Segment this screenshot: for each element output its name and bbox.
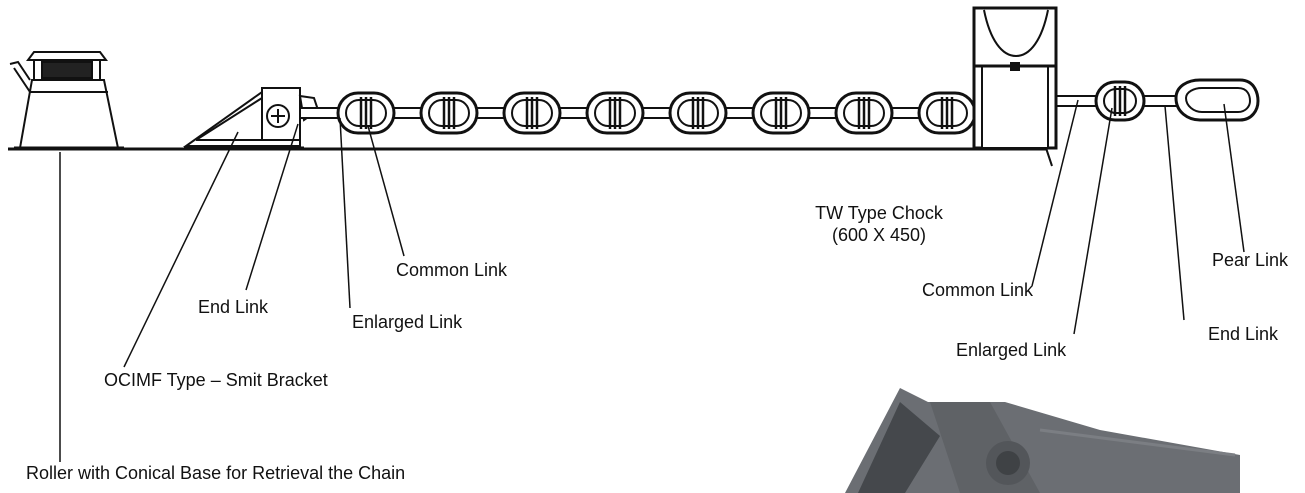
label-end-link-right: End Link	[1208, 324, 1279, 344]
label-tw-chock-line2: (600 X 450)	[831, 225, 927, 245]
label-pear-link: Pear Link	[1212, 250, 1289, 270]
label-smit-bracket: OCIMF Type – Smit Bracket	[104, 370, 328, 390]
chain-link	[668, 91, 728, 135]
chain-link	[751, 91, 811, 135]
chain-link	[917, 91, 977, 135]
roller-drawing	[9, 51, 124, 150]
label-tw-chock: TW Type Chock (600 X 450)	[804, 202, 954, 246]
chain-link	[1094, 80, 1146, 122]
smit-bracket-drawing	[182, 86, 320, 150]
chain-links-right	[1094, 80, 1146, 122]
tw-chock-drawing	[972, 6, 1058, 167]
chain-link	[419, 91, 479, 135]
pear-link-drawing	[1174, 78, 1260, 122]
chain-link	[585, 91, 645, 135]
label-enlarged-link-left: Enlarged Link	[352, 312, 463, 332]
label-common-link-right: Common Link	[922, 280, 1034, 300]
label-enlarged-link-right: Enlarged Link	[956, 340, 1067, 360]
label-tw-chock-line1: TW Type Chock	[815, 203, 943, 223]
chain-link	[336, 91, 396, 135]
label-end-link-left: End Link	[198, 297, 269, 317]
bracket-photo	[845, 388, 1240, 493]
chain-links-left	[336, 91, 977, 135]
leader-lines	[59, 99, 1245, 462]
chain-link	[502, 91, 562, 135]
chain-link	[834, 91, 894, 135]
label-roller: Roller with Conical Base for Retrieval t…	[26, 463, 406, 483]
label-common-link-left: Common Link	[396, 260, 508, 280]
